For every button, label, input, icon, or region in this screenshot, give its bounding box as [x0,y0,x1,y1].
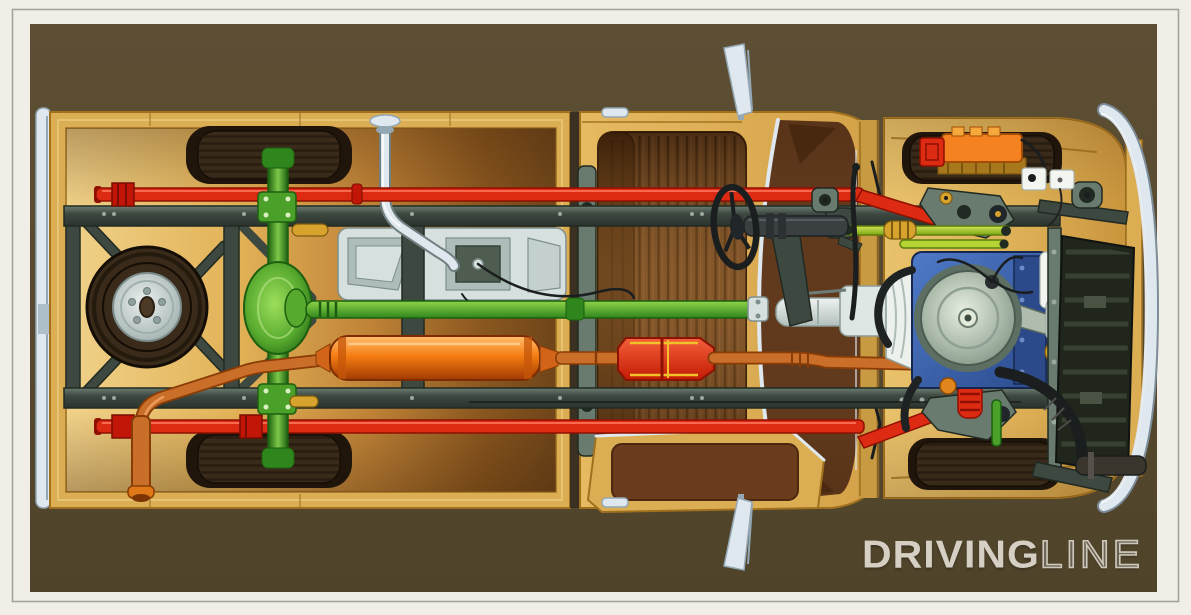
door-panel [611,443,799,501]
front-bumper [1097,103,1160,513]
spring-shackle-top [291,223,329,237]
gearshift-lever [849,167,859,321]
spare-tire [85,245,209,369]
steering-wheel [710,183,760,271]
radiator-assembly [994,167,1147,493]
printed-rule-border [11,8,1180,603]
front-wheel-bottom [908,438,1062,490]
license-bracket [38,304,49,334]
wing-nut [964,314,972,322]
fuel-filler [369,114,460,272]
catalytic-converter [617,337,715,381]
radiator-hose [994,366,1088,464]
fuel-line [476,262,636,300]
u-joint [747,296,769,322]
axle-flange-bottom [261,447,295,469]
hub-center [139,296,155,318]
watermark-line: LINE [1039,531,1143,577]
shaft-collar [565,297,585,321]
side-mirror-top [723,43,753,120]
rear-bumper [35,107,52,509]
rear-crossmember [65,209,81,405]
tube-flange [1088,452,1094,479]
vent-window-top [788,124,836,164]
radiator-tab [1080,392,1102,404]
door-handle-bottom [601,497,629,508]
side-mirror-bottom [723,494,753,571]
rear-axle [243,147,329,469]
strut-rod [991,399,1002,447]
spring-shackle-bottom [289,395,319,408]
spring-plate-top [257,191,297,223]
open-door [586,426,826,514]
front-exhaust-tube [1075,455,1147,476]
battery-cable [1020,138,1046,168]
drivingline-watermark: DRIVINGLINE [861,531,1143,577]
oil-cap [939,377,957,395]
washer-bottle [1021,167,1075,227]
battery-end-cell [919,137,945,167]
heater-hose [900,376,922,432]
muffler [315,335,559,381]
wiper-bottom [870,406,882,460]
tie-rods [843,220,1011,249]
filler-cap [369,114,401,128]
heater-hose [874,266,916,348]
shift-knob [852,163,860,171]
steering [710,163,860,327]
battery [919,126,1046,175]
radiator-tab [1084,296,1106,308]
tailpipe [127,415,155,502]
watermark-driving: DRIVING [861,531,1040,577]
axle-flange-top [261,147,295,169]
door-handle-top [601,107,629,118]
engine [874,251,1081,432]
driveshaft [305,296,769,322]
